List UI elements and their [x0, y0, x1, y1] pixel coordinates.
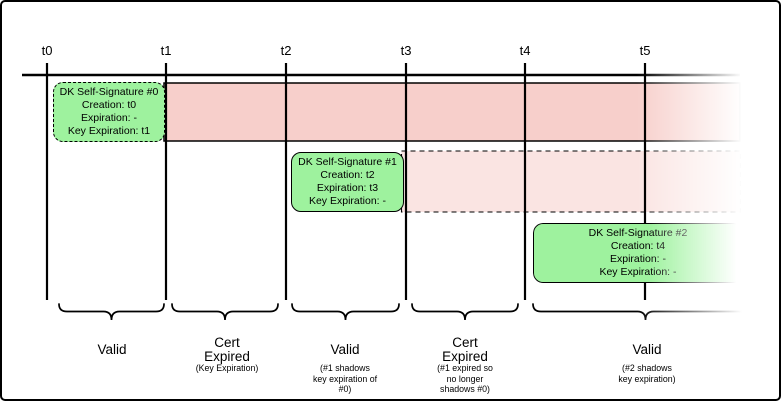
- segment-label-1: Cert Expired: [204, 334, 250, 364]
- tick-label-t3: t3: [400, 43, 412, 58]
- cert-expired-band-0: [163, 82, 741, 142]
- self-signature-box-1-text: DK Self-Signature #1 Creation: t2 Expira…: [298, 156, 397, 207]
- segment-brace-3: [411, 303, 519, 321]
- segment-sublabel-4: (#2 shadows key expiration): [618, 363, 676, 384]
- segment-brace-1: [171, 303, 279, 321]
- segment-sublabel-1: (Key Expiration): [195, 363, 259, 373]
- tick-label-t4: t4: [519, 43, 531, 58]
- self-signature-box-2-text: DK Self-Signature #2 Creation: t4 Expira…: [588, 227, 688, 278]
- tick-label-t2: t2: [280, 43, 292, 58]
- segment-sublabel-3: (#1 expired so no longer shadows #0): [437, 363, 493, 394]
- segment-label-0: Valid: [97, 341, 127, 357]
- segment-brace-2: [291, 303, 400, 321]
- tick-label-t5: t5: [639, 43, 651, 58]
- self-signature-box-1: DK Self-Signature #1 Creation: t2 Expira…: [291, 152, 404, 212]
- cert-expired-band-1: [400, 150, 742, 213]
- self-signature-box-0-text: DK Self-Signature #0 Creation: t0 Expira…: [59, 86, 159, 137]
- tick-label-t1: t1: [160, 43, 172, 58]
- segment-label-3: Cert Expired: [442, 334, 488, 364]
- segment-brace-4: [532, 303, 759, 321]
- tick-label-t0: t0: [41, 43, 53, 58]
- segment-label-4: Valid: [632, 341, 662, 357]
- segment-sublabel-2: (#1 shadows key expiration of #0): [312, 363, 378, 394]
- self-signature-box-2: DK Self-Signature #2 Creation: t4 Expira…: [533, 223, 743, 283]
- segment-braces: [58, 303, 759, 321]
- self-signature-box-0: DK Self-Signature #0 Creation: t0 Expira…: [53, 82, 165, 142]
- segment-label-2: Valid: [330, 341, 360, 357]
- segment-brace-0: [58, 303, 165, 321]
